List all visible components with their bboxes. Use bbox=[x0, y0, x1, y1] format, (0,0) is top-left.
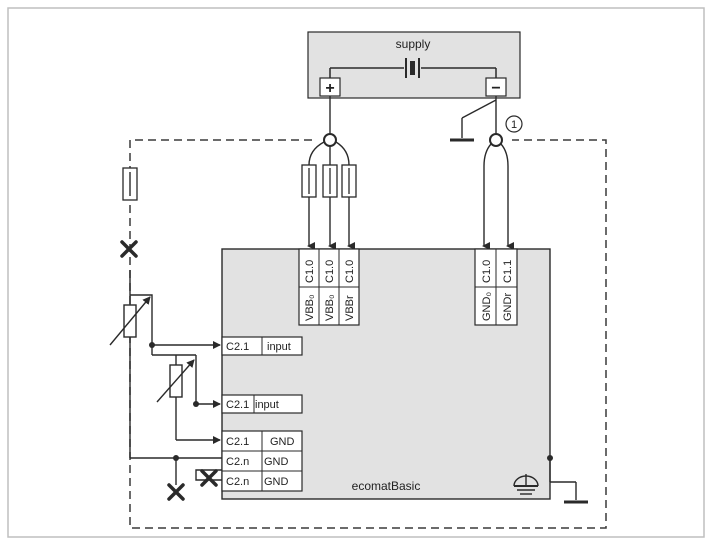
supply-box: supply + − bbox=[307, 31, 521, 99]
terminal-signal: input bbox=[267, 341, 291, 353]
left-terminal-block: C2.1 input C2.1 input C2.1 GND C2.n GND … bbox=[221, 336, 303, 492]
earth-icon bbox=[513, 474, 539, 495]
terminal-label: C2.1 bbox=[226, 436, 249, 448]
fuse-icons bbox=[301, 164, 357, 198]
plus-symbol: + bbox=[325, 80, 334, 97]
supply-title: supply bbox=[396, 37, 431, 51]
terminal-signal: GND bbox=[270, 436, 295, 448]
connector-signal: VBBr bbox=[344, 295, 356, 321]
terminal-label: C2.1 bbox=[226, 399, 249, 411]
terminal-signal: GND bbox=[264, 476, 289, 488]
terminal-signal: input bbox=[255, 399, 279, 411]
connector-signal: VBB₀ bbox=[304, 294, 316, 321]
terminal-signal: GND bbox=[264, 456, 289, 468]
plus-wiring bbox=[308, 96, 350, 166]
minus-symbol: − bbox=[491, 80, 500, 97]
connector-signal: VBB₀ bbox=[324, 294, 336, 321]
supply-arrows bbox=[307, 197, 355, 250]
shield-dashed-line bbox=[129, 139, 607, 529]
connector-signal: GND₀ bbox=[481, 292, 493, 321]
top-connectors-left: C1.0 VBB₀ C1.0 VBB₀ C1.0 VBBr bbox=[298, 248, 360, 326]
controller-name: ecomatBasic bbox=[352, 479, 421, 493]
callout-number: 1 bbox=[511, 119, 517, 131]
top-connectors-right: C1.0 GND₀ C1.1 GNDr bbox=[474, 248, 518, 326]
connector-terminal: C1.0 bbox=[304, 260, 316, 283]
break-x-icon bbox=[120, 240, 218, 501]
minus-wiring bbox=[450, 96, 514, 250]
connector-signal: GNDr bbox=[502, 293, 514, 321]
ground-icon bbox=[549, 458, 588, 504]
connector-terminal: C1.0 bbox=[344, 260, 356, 283]
terminal-label: C2.n bbox=[226, 456, 249, 468]
callout-marker: 1 bbox=[505, 115, 523, 133]
terminal-label: C2.n bbox=[226, 476, 249, 488]
connector-terminal: C1.0 bbox=[481, 260, 493, 283]
connector-terminal: C1.1 bbox=[502, 260, 514, 283]
connector-terminal: C1.0 bbox=[324, 260, 336, 283]
terminal-label: C2.1 bbox=[226, 341, 249, 353]
